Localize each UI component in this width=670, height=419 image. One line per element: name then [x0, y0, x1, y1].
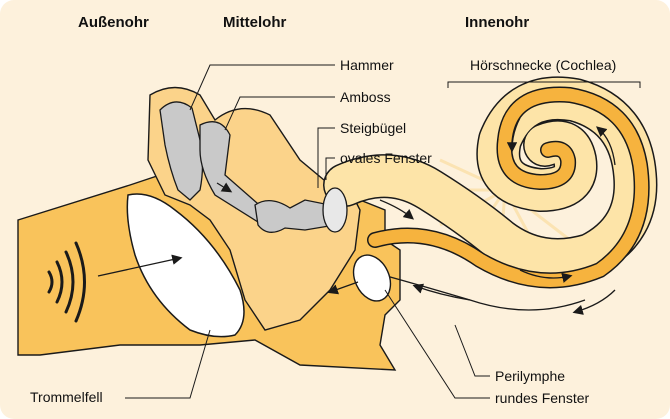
label-perilymphe: Perilymphe: [495, 368, 565, 384]
header-middle-ear: Mittelohr: [223, 14, 286, 31]
label-rundes-fenster: rundes Fenster: [495, 390, 589, 406]
label-ovales-fenster: ovales Fenster: [340, 150, 432, 166]
arrow-icon: [415, 286, 470, 300]
label-cochlea: Hörschnecke (Cochlea): [470, 57, 616, 73]
stapes-footplate: [323, 188, 347, 232]
label-hammer: Hammer: [340, 57, 394, 73]
header-inner-ear: Innenohr: [465, 14, 529, 31]
label-amboss: Amboss: [340, 89, 391, 105]
header-outer-ear: Außenohr: [78, 14, 149, 31]
label-trommelfell: Trommelfell: [30, 389, 103, 405]
label-steigbuegel: Steigbügel: [340, 120, 406, 136]
